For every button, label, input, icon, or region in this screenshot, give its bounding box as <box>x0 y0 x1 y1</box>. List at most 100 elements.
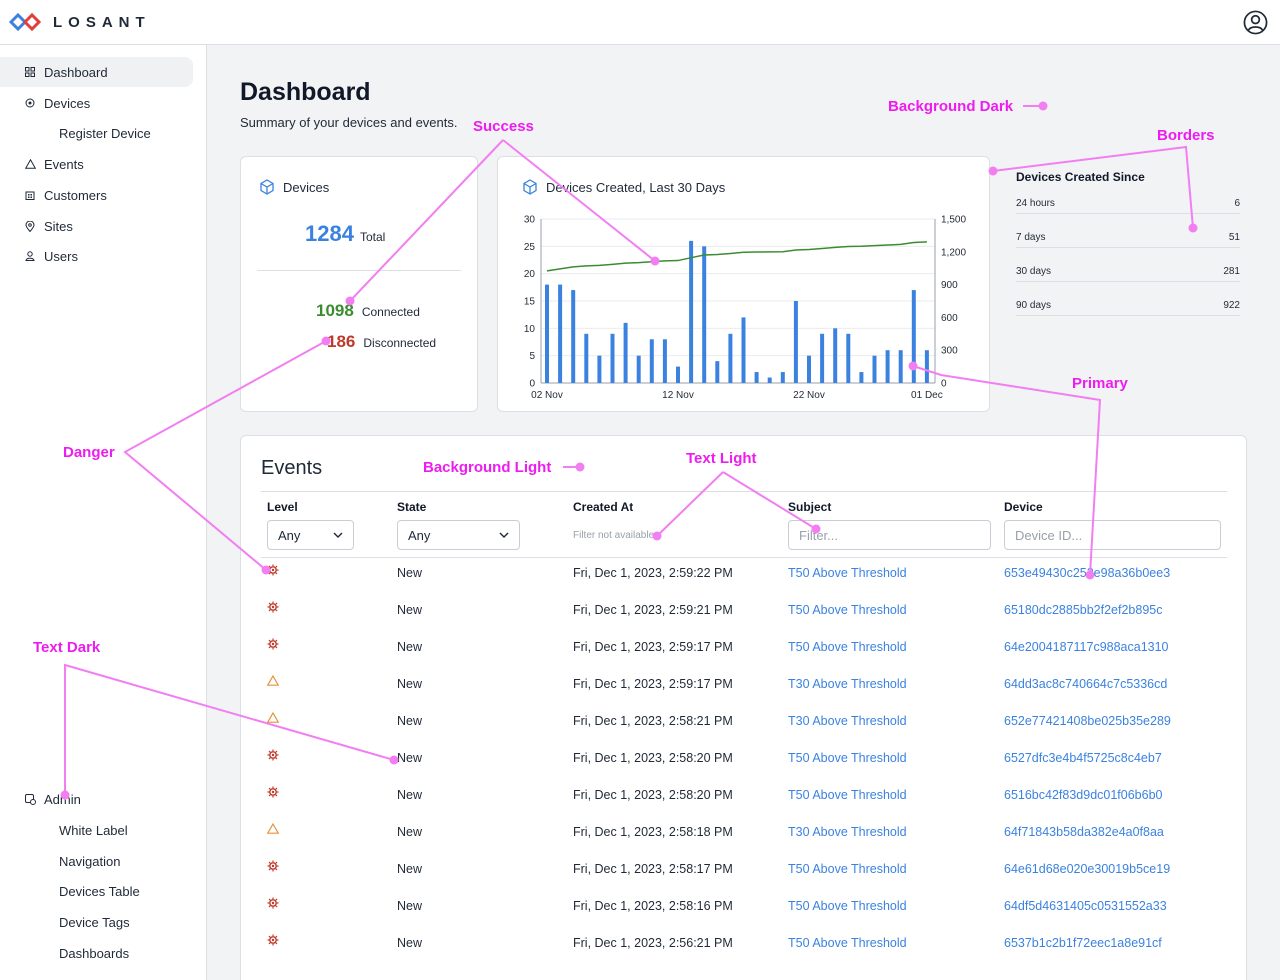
event-subject-link[interactable]: T50 Above Threshold <box>788 788 907 802</box>
chart-bar <box>715 361 720 383</box>
warning-icon <box>266 711 280 726</box>
event-device-link[interactable]: 6537b1c2b1f72eec1a8e91cf <box>1004 936 1162 950</box>
column-header-created-at[interactable]: Created At <box>573 500 634 514</box>
event-subject-link[interactable]: T50 Above Threshold <box>788 566 907 580</box>
annotation-label: Primary <box>1072 375 1128 392</box>
chart-bar <box>846 333 851 383</box>
warning-icon <box>23 159 37 169</box>
profile-icon[interactable] <box>1243 10 1268 35</box>
y-tick-label-left: 0 <box>529 379 535 390</box>
divider <box>261 557 1227 558</box>
chart-bar <box>754 372 759 383</box>
event-subject-link[interactable]: T50 Above Threshold <box>788 899 907 913</box>
sidebar-item-device-tags[interactable]: Device Tags <box>59 915 130 930</box>
event-created-at: Fri, Dec 1, 2023, 2:58:18 PM <box>573 825 733 839</box>
event-subject-link[interactable]: T50 Above Threshold <box>788 751 907 765</box>
device-filter-input[interactable] <box>1004 520 1221 550</box>
sidebar-item-register-device[interactable]: Register Device <box>59 126 151 141</box>
event-device-link[interactable]: 64dd3ac8c740664c7c5336cd <box>1004 677 1168 691</box>
event-subject-link[interactable]: T50 Above Threshold <box>788 640 907 654</box>
event-created-at: Fri, Dec 1, 2023, 2:56:21 PM <box>573 936 733 950</box>
column-header-subject[interactable]: Subject <box>788 500 832 514</box>
state-filter-select[interactable]: Any <box>397 520 520 550</box>
event-subject-link[interactable]: T50 Above Threshold <box>788 862 907 876</box>
sidebar-item-events[interactable]: Events <box>0 149 193 179</box>
sidebar-item-sites[interactable]: Sites <box>0 211 193 241</box>
chart-bar <box>807 355 811 383</box>
sidebar-item-label: Events <box>44 156 84 172</box>
y-tick-label-left: 25 <box>524 242 536 253</box>
sidebar-item-devices[interactable]: Devices <box>0 88 193 118</box>
column-header-state[interactable]: State <box>397 500 427 514</box>
event-subject-link[interactable]: T50 Above Threshold <box>788 936 907 950</box>
chart-bar <box>676 366 680 383</box>
event-device-link[interactable]: 65180dc2885bb2f2ef2b895c <box>1004 603 1163 617</box>
since-label: 30 days <box>1016 266 1052 277</box>
sidebar-item-label: Users <box>44 248 78 264</box>
table-row[interactable]: New Fri, Dec 1, 2023, 2:58:18 PM T30 Above… <box>241 822 1248 862</box>
event-state: New <box>397 714 423 728</box>
column-header-level[interactable]: Level <box>267 500 298 514</box>
divider <box>257 270 461 271</box>
sidebar-item-admin[interactable]: Admin <box>0 784 193 814</box>
event-subject-link[interactable]: T30 Above Threshold <box>788 825 907 839</box>
event-subject-link[interactable]: T30 Above Threshold <box>788 714 907 728</box>
page-subtitle: Summary of your devices and events. <box>240 115 458 130</box>
events-title: Events <box>261 457 323 479</box>
event-subject-link[interactable]: T50 Above Threshold <box>788 603 907 617</box>
sidebar-item-devices-table[interactable]: Devices Table <box>59 884 140 899</box>
event-created-at: Fri, Dec 1, 2023, 2:58:20 PM <box>573 751 733 765</box>
event-device-link[interactable]: 64e2004187117c988aca1310 <box>1004 640 1169 654</box>
chart-bar <box>780 372 785 383</box>
y-tick-label-right: 1,200 <box>941 247 966 258</box>
chart-bar <box>924 350 929 383</box>
sidebar-item-label: Dashboard <box>44 64 108 80</box>
event-device-link[interactable]: 653e49430c252e98a36b0ee3 <box>1004 566 1171 580</box>
sidebar-item-dashboards[interactable]: Dashboards <box>59 946 130 961</box>
subject-filter-input[interactable] <box>788 520 991 550</box>
column-header-device[interactable]: Device <box>1004 500 1043 514</box>
event-device-link[interactable]: 652e77421408be025b35e289 <box>1004 714 1171 728</box>
devices-card-title: Devices <box>283 179 330 195</box>
chart-line <box>546 241 927 272</box>
chart-bar <box>911 290 916 383</box>
divider <box>261 491 1227 492</box>
event-device-link[interactable]: 64e61d68e020e30019b5ce19 <box>1004 862 1171 876</box>
critical-icon <box>267 638 279 653</box>
annotation-label: Danger <box>63 444 115 461</box>
event-subject-link[interactable]: T30 Above Threshold <box>788 677 907 691</box>
sidebar-item-customers[interactable]: Customers <box>0 180 193 210</box>
event-device-link[interactable]: 6516bc42f83d9dc01f06b6b0 <box>1004 788 1163 802</box>
level-filter-value: Any <box>278 527 301 543</box>
connected-stat: 1098 Connected <box>316 301 420 321</box>
cube-icon <box>260 179 274 195</box>
sidebar-item-dashboard[interactable]: Dashboard <box>0 57 193 87</box>
event-device-link[interactable]: 64df5d4631405c0531552a33 <box>1004 899 1167 913</box>
event-device-link[interactable]: 64f71843b58da382e4a0f8aa <box>1004 825 1164 839</box>
sidebar-item-white-label[interactable]: White Label <box>59 823 128 838</box>
sidebar-item-users[interactable]: Users <box>0 241 193 271</box>
event-state: New <box>397 825 423 839</box>
sidebar-item-navigation[interactable]: Navigation <box>59 854 121 869</box>
annotation-label: Borders <box>1157 127 1215 144</box>
level-filter-select[interactable]: Any <box>267 520 354 550</box>
logo[interactable]: LOSANT <box>9 12 151 32</box>
disconnected-stat: 186 Disconnected <box>327 332 436 352</box>
event-state: New <box>397 677 423 691</box>
event-device-link[interactable]: 6527dfc3e4b4f5725c8c4eb7 <box>1004 751 1162 765</box>
y-tick-label-left: 5 <box>529 351 535 362</box>
losant-logo-icon <box>9 12 41 32</box>
